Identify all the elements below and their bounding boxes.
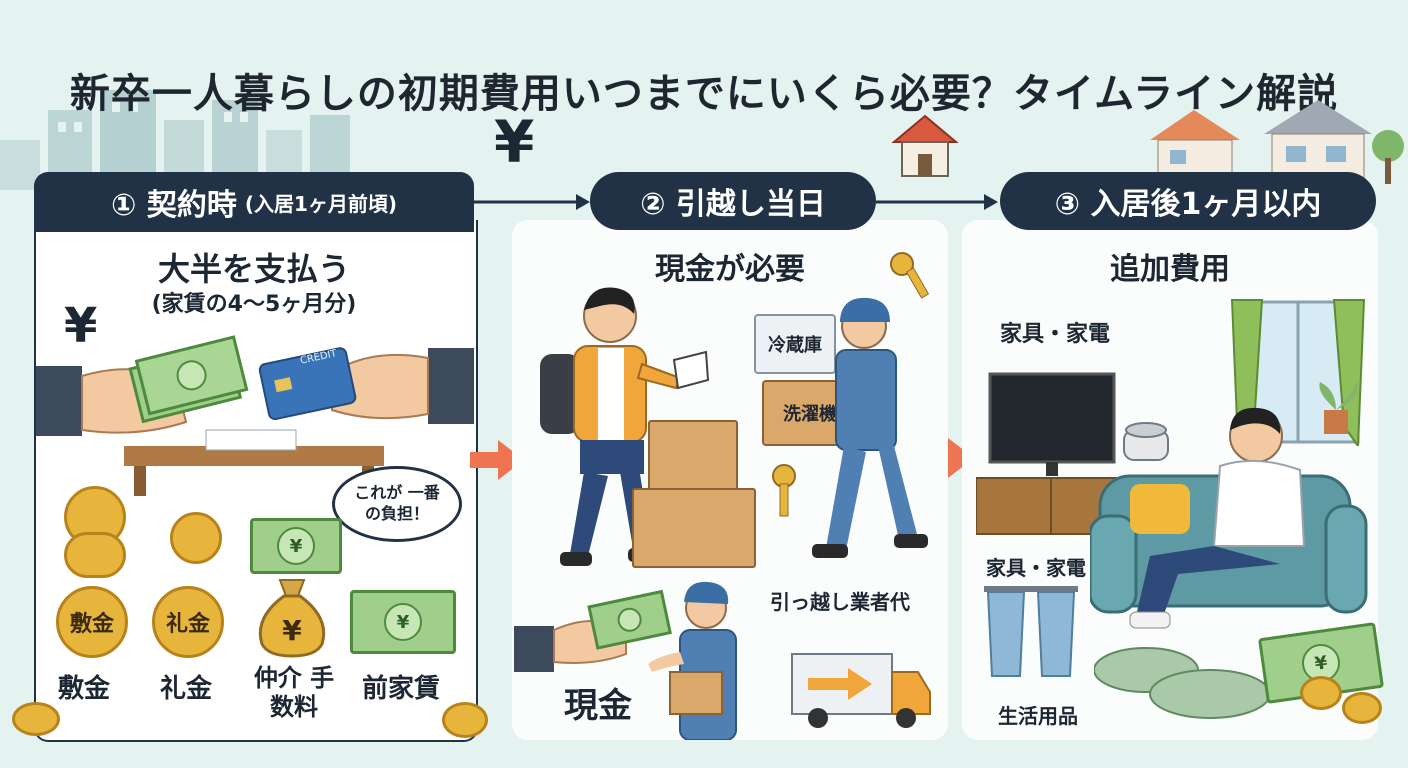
daily-goods-label: 生活用品 <box>998 704 1078 728</box>
yen-icon: ¥ <box>64 298 98 354</box>
step-badge-label: ② 引越し当日 <box>640 187 826 222</box>
curtain-icon <box>984 586 1078 677</box>
svg-text:¥: ¥ <box>282 614 302 647</box>
item-label-deposit: 敷金 <box>58 674 111 704</box>
relaxing-person-on-sofa-illustration <box>1090 407 1368 629</box>
deposit-coin: 敷金 <box>56 586 128 658</box>
plant-icon <box>1319 382 1358 434</box>
cardboard-box <box>632 488 756 568</box>
bill-icon: ¥ <box>350 590 456 654</box>
delivery-worker-illustration <box>648 581 737 740</box>
appliance-tag-fridge: 冷蔵庫 <box>754 314 836 374</box>
step-badge-contract: ① 契約時 (入居1ヶ月前頃) <box>34 172 474 232</box>
house-icon <box>891 114 959 177</box>
after-move-in-headline: 追加費用 <box>1110 252 1230 287</box>
contract-subline: (家賃の4〜5ヶ月分) <box>151 292 357 317</box>
coin-icon <box>12 702 60 736</box>
mover-fee-label: 引っ越し業者代 <box>770 590 910 614</box>
step-badge-moving-day: ② 引越し当日 <box>590 172 876 230</box>
cushion-icon <box>1094 647 1271 719</box>
speech-bubble: これが 一番の負担！ <box>332 466 462 542</box>
payment-exchange-illustration <box>36 335 474 496</box>
contract-headline: 大半を支払う <box>157 250 350 288</box>
step-arrow-icon <box>470 440 524 480</box>
new-graduate-illustration <box>540 287 710 566</box>
cash-label: 現金 <box>564 686 632 726</box>
step-badge-label: ① 契約時 <box>110 188 237 223</box>
item-label-agency-fee: 仲介 手数料 <box>253 664 335 721</box>
coin-icon <box>1342 692 1382 724</box>
item-label-advance-rent: 前家賃 <box>362 674 441 704</box>
page-title: 新卒一人暮らしの初期費用いつまでにいくら必要？タイムライン解説 <box>69 70 1339 117</box>
money-bag-icon: ¥ <box>258 579 326 658</box>
key-icon <box>890 252 930 299</box>
cardboard-box <box>648 420 738 496</box>
furniture-appliance-label: 家具・家電 <box>1000 322 1111 347</box>
speech-bubble-text: これが 一番の負担！ <box>354 483 440 523</box>
rice-cooker-icon <box>1123 422 1169 461</box>
step-badge-note: (入居1ヶ月前頃) <box>244 191 398 216</box>
step-badge-after-move-in: ③ 入居後1ヶ月以内 <box>1000 172 1376 230</box>
timeline-connector <box>474 194 998 210</box>
coin-icon <box>170 512 222 564</box>
moving-truck-icon <box>791 653 931 728</box>
cash-handoff-illustration <box>514 589 672 672</box>
tv-illustration <box>976 372 1127 535</box>
coin-stack-icon <box>64 532 126 578</box>
moving-day-headline: 現金が必要 <box>655 252 805 287</box>
coin-icon <box>442 702 488 738</box>
bill-icon: ¥ <box>250 518 342 574</box>
yen-icon: ¥ <box>494 108 535 176</box>
key-money-coin: 礼金 <box>152 586 224 658</box>
key-icon <box>772 464 796 517</box>
furniture-appliance-label: 家具・家電 <box>986 556 1086 580</box>
coin-icon <box>1300 676 1342 710</box>
mover-illustration <box>812 297 928 558</box>
step-badge-label: ③ 入居後1ヶ月以内 <box>1054 187 1322 222</box>
item-label-key-money: 礼金 <box>160 674 213 704</box>
